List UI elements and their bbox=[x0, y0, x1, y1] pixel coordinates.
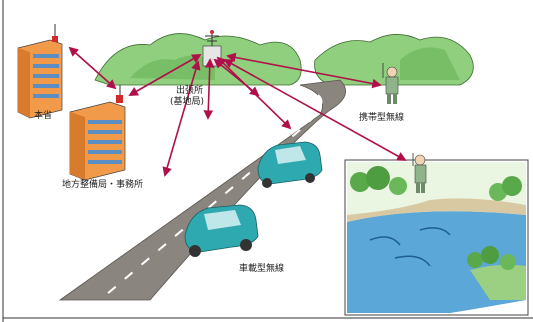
communication-arrows bbox=[68, 46, 407, 177]
label-vehicle: 車載型無線 bbox=[239, 264, 285, 274]
base-station-antenna-icon bbox=[202, 30, 222, 67]
label-regional: 地方整備局・事務所 bbox=[62, 180, 144, 190]
car-icon bbox=[257, 141, 323, 188]
person-radio-icon bbox=[412, 153, 427, 193]
label-branch: 出張所 bbox=[176, 86, 204, 96]
river-scene-icon bbox=[344, 159, 529, 316]
label-hq: 本省 bbox=[34, 111, 53, 121]
label-portable: 携帯型無線 bbox=[359, 113, 405, 123]
hills bbox=[94, 33, 474, 86]
building-icon bbox=[69, 85, 126, 181]
car-icon bbox=[184, 204, 259, 257]
building-icon bbox=[17, 24, 63, 119]
label-branch-sub: (基地局) bbox=[170, 97, 205, 107]
